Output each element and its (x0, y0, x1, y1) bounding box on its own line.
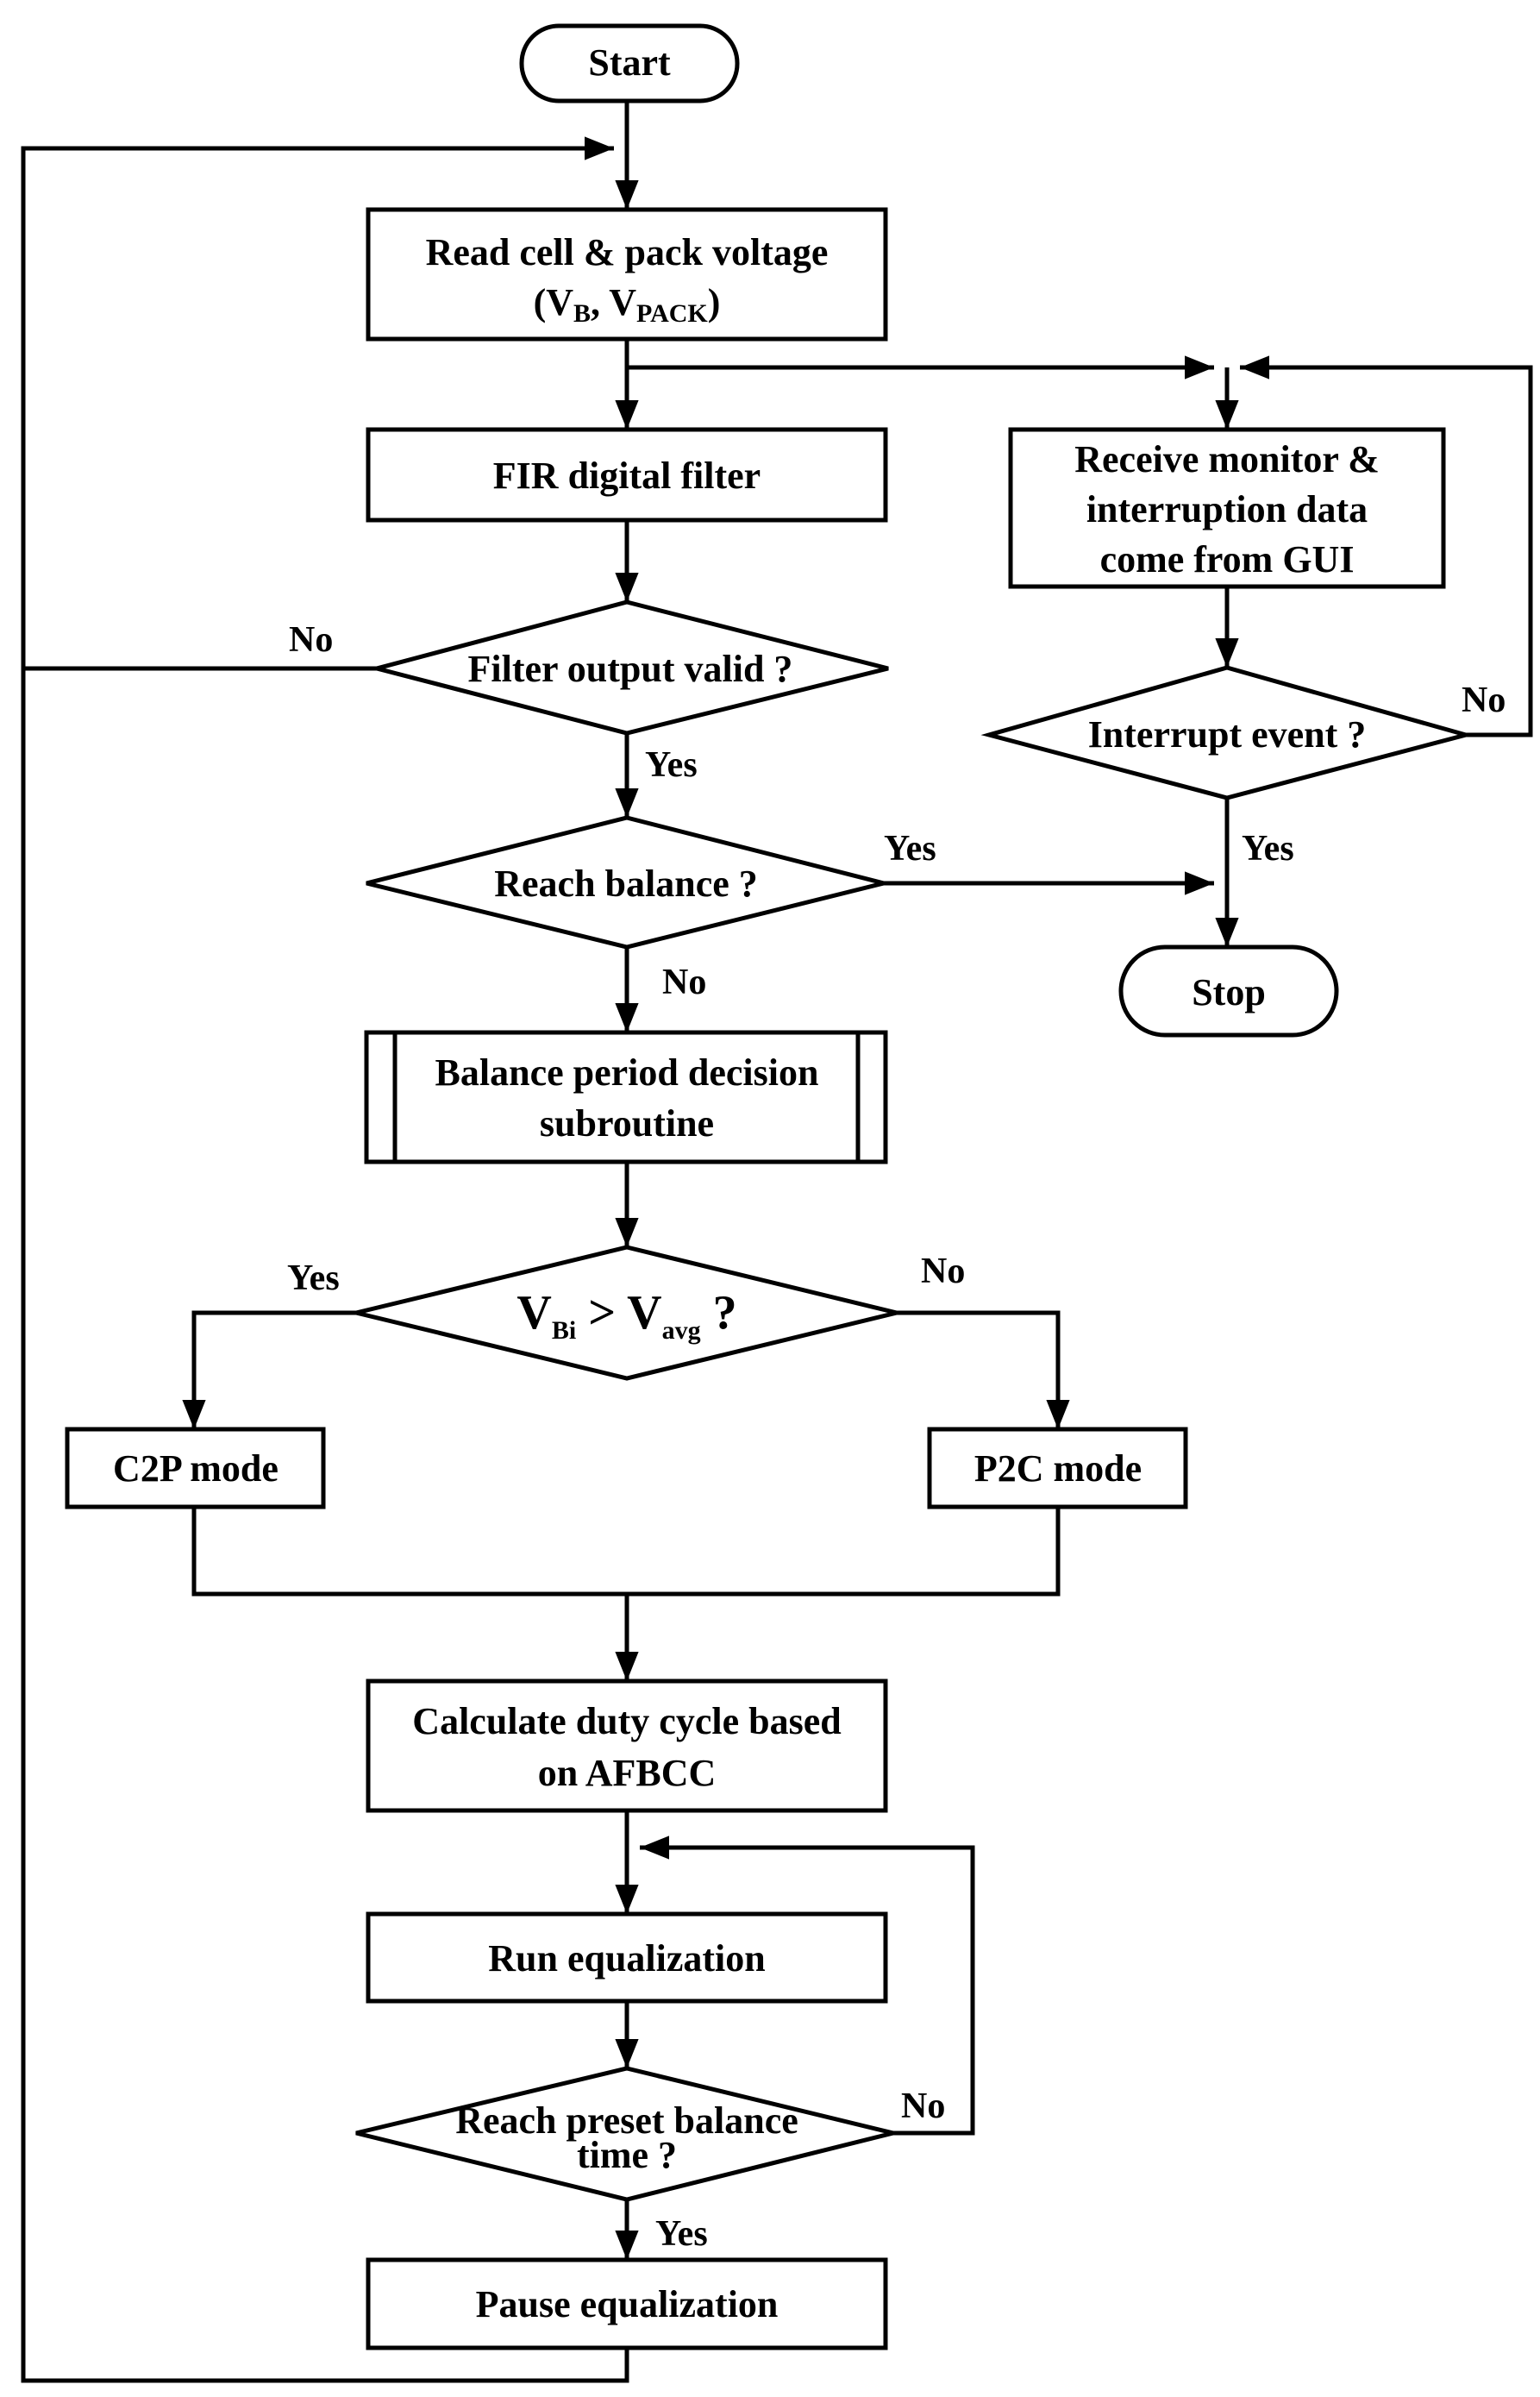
c2p-mode-label: C2P mode (113, 1447, 279, 1490)
start-terminal: Start (519, 23, 740, 104)
filter-valid-label: Filter output valid ? (468, 648, 793, 690)
vbi-compare-decision: VBi > Vavg ? (355, 1245, 898, 1381)
reach-balance-label: Reach balance ? (494, 863, 758, 905)
interrupt-event-decision: Interrupt event ? (980, 665, 1474, 800)
compare-yes-label: Yes (287, 1258, 340, 1298)
edge-compare-c2p (182, 1310, 356, 1429)
edge-preset-no-loop (640, 1835, 975, 2136)
reach-balance-decision: Reach balance ? (366, 815, 885, 950)
interrupt-event-label: Interrupt event ? (1088, 713, 1367, 756)
read-voltage-line1: Read cell & pack voltage (426, 231, 829, 273)
run-eq-label: Run equalization (488, 1937, 766, 1980)
pause-eq-process: Pause equalization (366, 2257, 888, 2350)
c2p-mode-process: C2P mode (65, 1427, 326, 1509)
balance-period-line2: subroutine (540, 1102, 714, 1145)
edge-modes-merge (191, 1507, 1061, 1597)
edge-pause-loop (21, 136, 629, 2383)
vbi-compare-label: VBi > Vavg ? (516, 1286, 736, 1345)
stop-terminal: Stop (1118, 944, 1339, 1038)
reach-preset-decision: Reach preset balance time ? (355, 2066, 894, 2202)
receive-monitor-line3: come from GUI (1100, 538, 1355, 580)
pause-eq-label: Pause equalization (476, 2283, 779, 2325)
start-label: Start (588, 41, 671, 84)
edge-compare-p2c (897, 1310, 1070, 1429)
compare-no-label: No (921, 1252, 965, 1291)
fir-filter-label: FIR digital filter (493, 455, 761, 497)
interrupt-yes-label: Yes (1242, 829, 1294, 869)
read-voltage-process: Read cell & pack voltage (VB, VPACK) (366, 207, 888, 342)
balance-period-subroutine: Balance period decision subroutine (364, 1030, 888, 1164)
run-eq-process: Run equalization (366, 1911, 888, 2004)
calc-duty-process: Calculate duty cycle based on AFBCC (366, 1679, 888, 1813)
read-voltage-line2: (VB, VPACK) (534, 281, 721, 328)
filter-no-label: No (289, 620, 333, 660)
fir-filter-process: FIR digital filter (366, 427, 888, 523)
p2c-mode-label: P2C mode (974, 1447, 1142, 1490)
reach-preset-line1: Reach preset balance (455, 2099, 798, 2142)
edge-interrupt-no-loop (1240, 355, 1533, 737)
connectors (21, 101, 1533, 2383)
receive-monitor-line1: Receive monitor & (1074, 438, 1380, 480)
calc-duty-line1: Calculate duty cycle based (412, 1700, 841, 1742)
balance-no-label: No (662, 963, 706, 1002)
p2c-mode-process: P2C mode (927, 1427, 1188, 1509)
filter-yes-label: Yes (645, 745, 698, 785)
balance-period-line1: Balance period decision (435, 1051, 819, 1094)
reach-preset-line2: time ? (577, 2134, 677, 2176)
calc-duty-line2: on AFBCC (538, 1752, 717, 1794)
receive-monitor-line2: interruption data (1086, 488, 1368, 530)
preset-no-label: No (901, 2086, 945, 2126)
filter-valid-decision: Filter output valid ? (368, 599, 889, 736)
preset-yes-label: Yes (655, 2214, 708, 2254)
stop-label: Stop (1192, 971, 1266, 1013)
edge-labels: No Yes Yes No Yes No No Yes No Yes (287, 620, 1506, 2254)
balance-yes-label: Yes (884, 829, 936, 869)
receive-monitor-process: Receive monitor & interruption data come… (1008, 427, 1446, 589)
interrupt-no-label: No (1462, 681, 1506, 720)
